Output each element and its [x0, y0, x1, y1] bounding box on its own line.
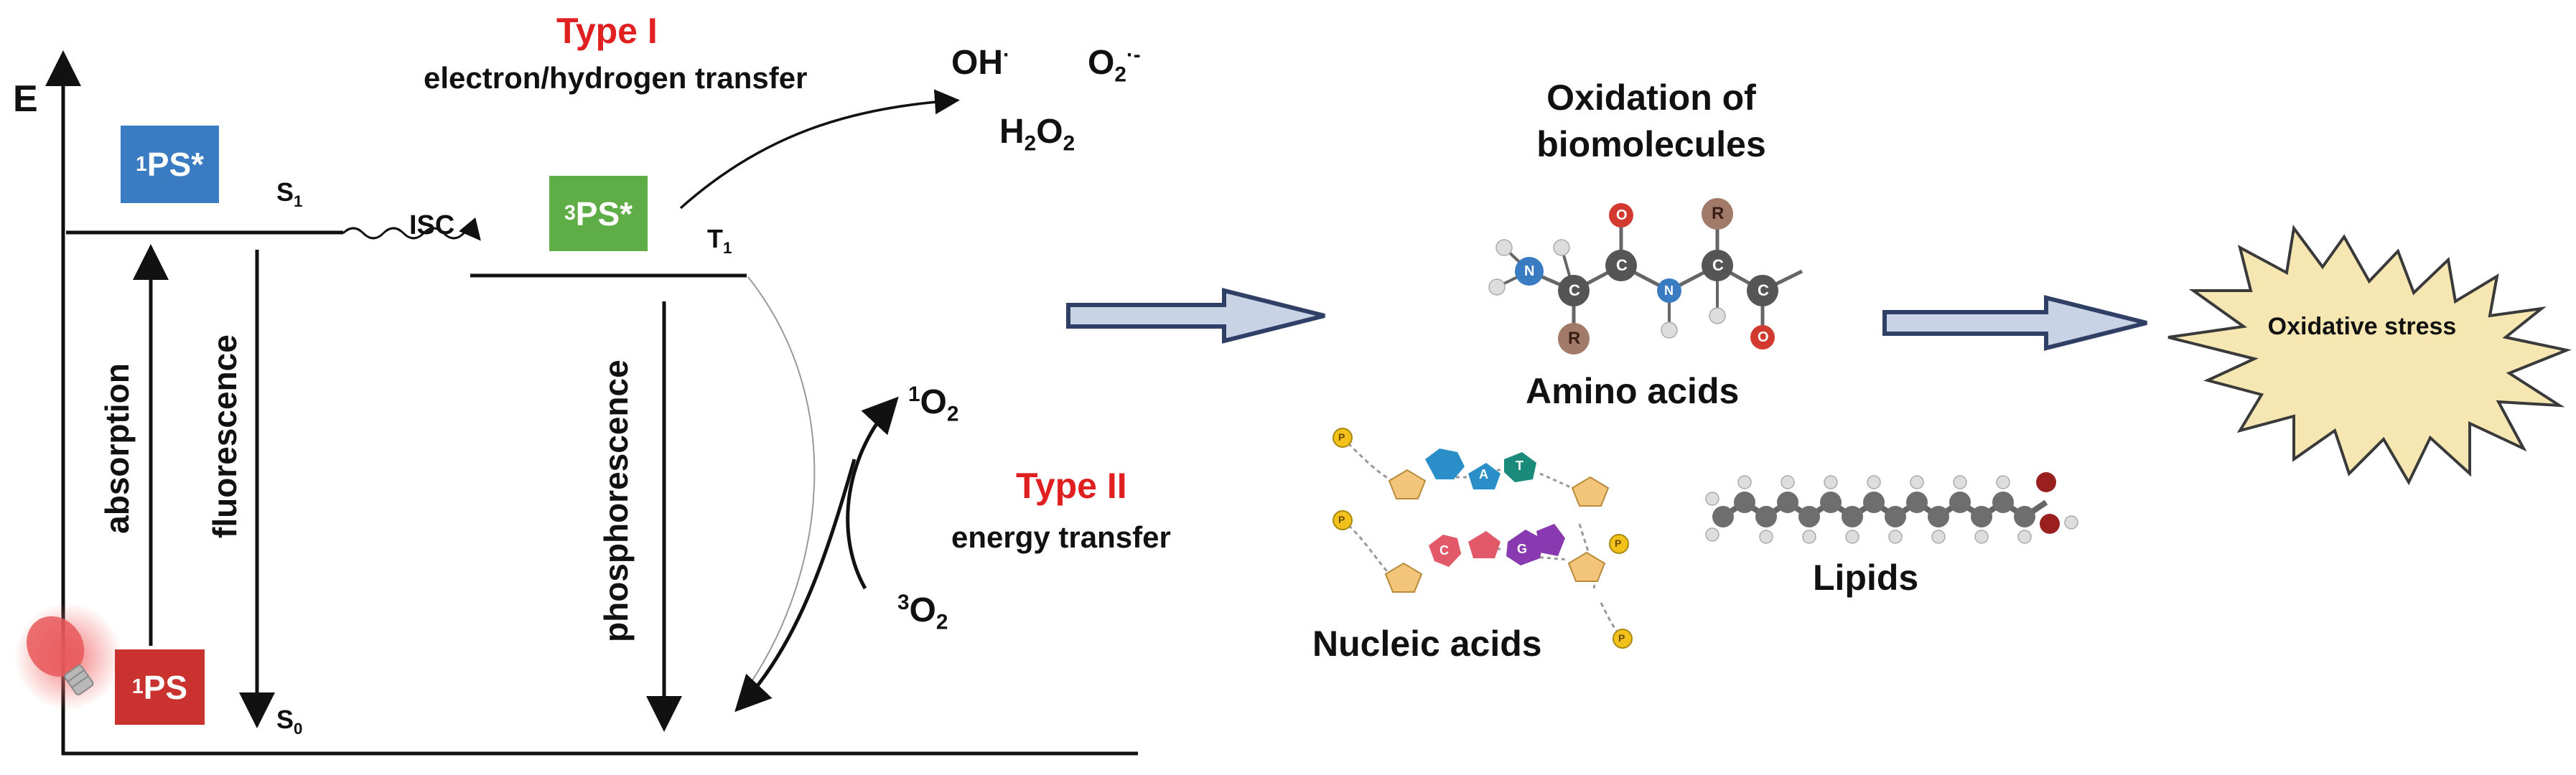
type2-guide-curve [746, 276, 816, 690]
base-t-label: T [1516, 459, 1523, 473]
amino-atom-c3: C [1712, 256, 1724, 274]
type2-oxygen-arrow [846, 396, 899, 590]
amino-atom-n1: N [1524, 263, 1535, 279]
oxidative-stress-burst [2167, 224, 2572, 486]
isc-label: ISC [409, 210, 455, 240]
block-arrow-2 [1882, 295, 2147, 351]
base-g-label: G [1517, 542, 1528, 556]
amino-atom-o2: O [1758, 329, 1769, 345]
phosphate-label-2: P [1338, 514, 1345, 525]
type2-double-arrow [734, 459, 857, 713]
nucleic-acids-label: Nucleic acids [1312, 624, 1542, 664]
phosphate-label-1: P [1338, 431, 1345, 443]
amino-acids-label: Amino acids [1526, 371, 1740, 411]
amino-acid-molecule [1488, 198, 1803, 354]
superoxide-label: O2·- [1088, 43, 1141, 87]
amino-atom-r2: R [1712, 204, 1725, 223]
t1-level-label: T1 [707, 224, 732, 258]
type2-title: Type II [1016, 466, 1127, 506]
type1-arrow [679, 89, 960, 210]
nucleic-acid-molecule [1333, 428, 1633, 649]
phosphate-label-4: P [1618, 632, 1625, 644]
triplet-oxygen-label: 3O2 [897, 591, 948, 634]
fluorescence-label: fluorescence [206, 334, 243, 538]
light-bulb-icon [14, 603, 122, 710]
oxidative-stress-label: Oxidative stress [2267, 313, 2457, 340]
amino-atom-c4: C [1758, 281, 1769, 299]
hydrogen-peroxide-label: H2O2 [999, 113, 1075, 156]
type1-title: Type I [556, 11, 658, 51]
phosphate-label-3: P [1615, 537, 1622, 549]
lipids-label: Lipids [1813, 558, 1919, 598]
amino-atom-c2: C [1616, 256, 1628, 274]
singlet-oxygen-label: 1O2 [908, 382, 959, 426]
energy-axis-label: E [13, 78, 38, 120]
amino-atom-n2: N [1664, 283, 1674, 298]
isc-wavy-arrow [342, 217, 481, 241]
base-a-label: A [1479, 467, 1488, 482]
hydroxyl-radical-label: OH· [951, 43, 1010, 82]
s0-level-label: S0 [276, 705, 303, 738]
lipid-molecule [1705, 472, 2078, 544]
s1-level-label: S1 [276, 177, 303, 211]
base-c-label: C [1439, 543, 1449, 558]
amino-atom-c1: C [1569, 281, 1580, 299]
amino-atom-r1: R [1568, 329, 1581, 348]
amino-atom-o1: O [1616, 207, 1628, 223]
phosphorescence-label: phosphorescence [597, 360, 635, 642]
block-arrow-1 [1066, 288, 1325, 344]
absorption-label: absorption [98, 363, 136, 534]
type2-subtitle: energy transfer [951, 520, 1171, 554]
type1-subtitle: electron/hydrogen transfer [424, 61, 808, 95]
